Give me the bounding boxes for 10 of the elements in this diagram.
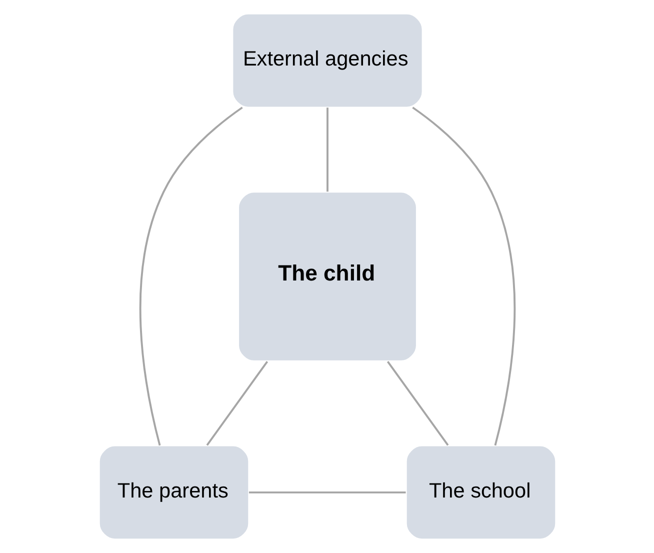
node-box: The school [405, 444, 556, 540]
connector [386, 360, 448, 446]
node-box: The child [237, 191, 417, 362]
node-box: External agencies [231, 13, 423, 108]
connector [138, 106, 242, 446]
connector [326, 108, 328, 192]
connector [248, 491, 406, 494]
connector [412, 106, 516, 446]
connector [206, 360, 268, 446]
node-box: The parents [98, 444, 249, 540]
